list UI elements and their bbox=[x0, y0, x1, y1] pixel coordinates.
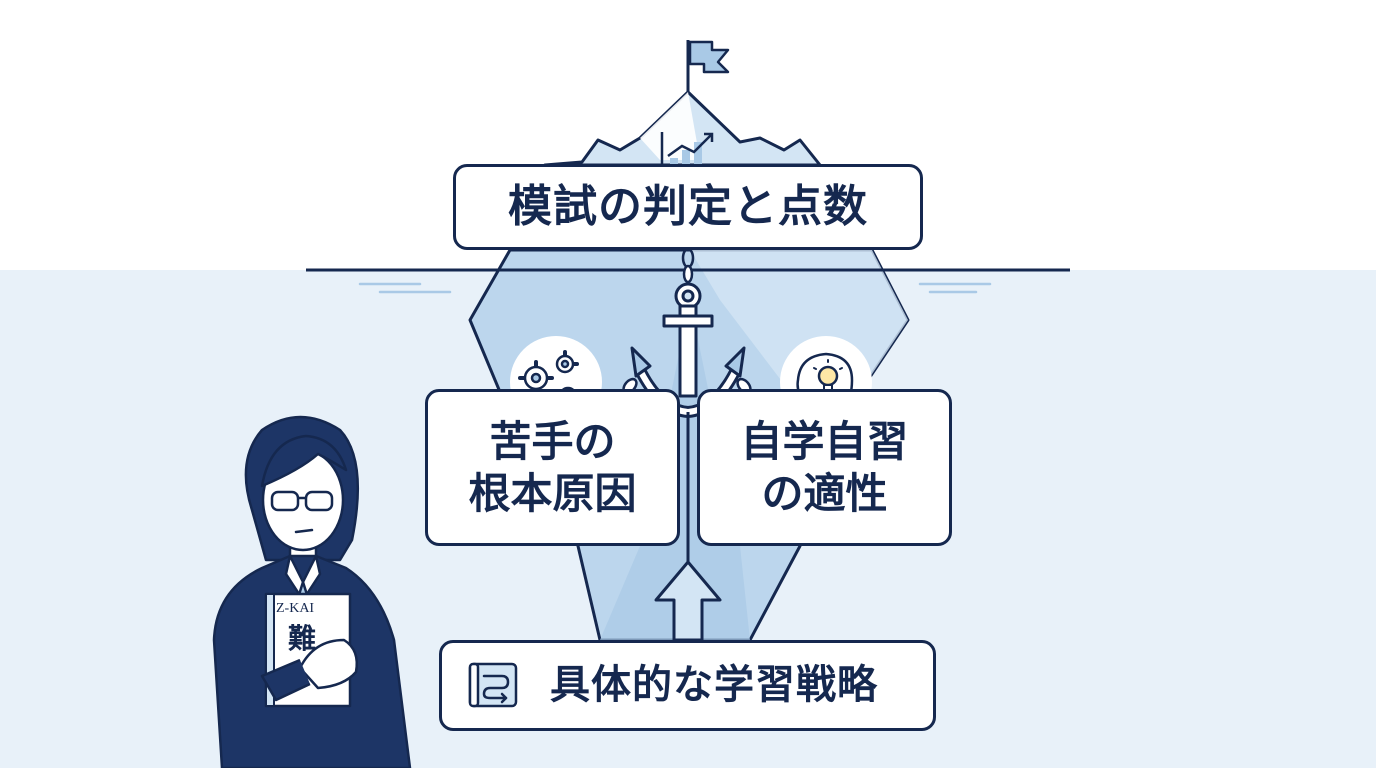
map-route-icon bbox=[468, 662, 518, 708]
right-label-line2: の適性 bbox=[761, 468, 888, 518]
bottom-label-box: 具体的な学習戦略 bbox=[439, 640, 936, 731]
left-label-line1: 苦手の bbox=[489, 417, 616, 467]
book-brand: Z-KAI bbox=[276, 601, 314, 616]
left-label-line2: 根本原因 bbox=[468, 468, 637, 518]
book-title: 難 bbox=[288, 622, 316, 655]
bottom-label: 具体的な学習戦略 bbox=[550, 662, 878, 709]
top-label: 模試の判定と点数 bbox=[508, 181, 868, 233]
right-label-line1: 自学自習 bbox=[740, 417, 909, 467]
top-label-box: 模試の判定と点数 bbox=[453, 164, 923, 250]
flag-icon bbox=[686, 40, 730, 92]
left-label-box: 苦手の 根本原因 bbox=[425, 389, 680, 546]
student-figure: Z-KAI 難 bbox=[212, 415, 412, 768]
right-label-box: 自学自習 の適性 bbox=[697, 389, 952, 546]
